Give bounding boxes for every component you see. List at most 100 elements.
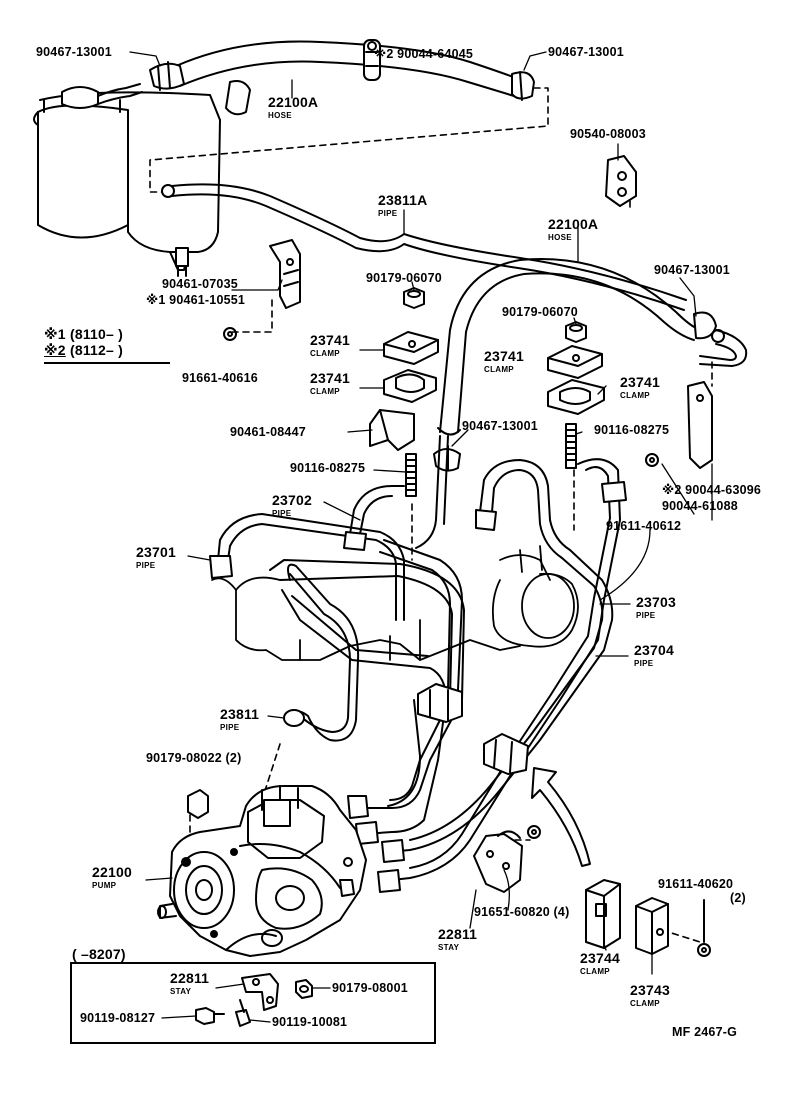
label-90119-10081: 90119-10081 bbox=[272, 1015, 348, 1029]
label-90467-13001-top-left: 90467-13001 bbox=[36, 45, 112, 59]
label-23744: 23744 bbox=[580, 950, 620, 966]
label-90467-13001-mid: 90467-13001 bbox=[462, 419, 538, 433]
nut-90179-06070-a bbox=[403, 287, 425, 309]
label-stay-main: STAY bbox=[438, 943, 460, 952]
pipe-clamp-lower bbox=[483, 733, 529, 775]
label-pump: PUMP bbox=[92, 881, 117, 890]
note-underline bbox=[44, 362, 170, 364]
label-23741-a: 23741 bbox=[310, 332, 350, 348]
leader-lines bbox=[129, 51, 713, 1023]
label-90044-63096: ※2 90044-63096 bbox=[662, 483, 762, 497]
fuel-filter bbox=[33, 80, 251, 277]
label-90461-10551: ※1 90461-10551 bbox=[146, 293, 246, 307]
label-hose-top: HOSE bbox=[268, 111, 292, 120]
label-22100A-top: 22100A bbox=[268, 94, 319, 110]
label-pipe-23701: PIPE bbox=[136, 561, 156, 570]
label-91611-40620-qty: (2) bbox=[730, 891, 746, 905]
label-90540-08003: 90540-08003 bbox=[570, 127, 646, 141]
label-90179-08022: 90179-08022 (2) bbox=[146, 751, 242, 765]
label-90116-08275-left: 90116-08275 bbox=[290, 461, 366, 475]
clamp-23741-b bbox=[383, 369, 437, 403]
hose-22100A-right bbox=[437, 258, 748, 436]
assembly-arrow bbox=[531, 767, 591, 867]
clamp-23744 bbox=[585, 879, 621, 949]
label-91611-40620: 91611-40620 bbox=[658, 877, 734, 891]
label-90461-07035: 90461-07035 bbox=[162, 277, 238, 291]
clamp-23743 bbox=[635, 897, 669, 955]
label-clamp-c: CLAMP bbox=[484, 365, 514, 374]
injection-pipe-23702 bbox=[343, 485, 463, 691]
label-stay-inset: STAY bbox=[170, 987, 192, 996]
stud-90116-08275-b bbox=[565, 423, 577, 469]
label-pipe-23704: PIPE bbox=[634, 659, 654, 668]
figure-code: MF 2467-G bbox=[672, 1025, 738, 1039]
label-clamp-23744: CLAMP bbox=[580, 967, 610, 976]
label-clamp-a: CLAMP bbox=[310, 349, 340, 358]
label-22100A-right: 22100A bbox=[548, 216, 599, 232]
washer-91611-40620 bbox=[697, 943, 711, 957]
hose-22100A-top bbox=[149, 40, 535, 101]
pipe-clamp-upper bbox=[417, 683, 463, 723]
label-23701: 23701 bbox=[136, 544, 176, 560]
bracket-90461-07035 bbox=[269, 239, 301, 309]
label-90044-61088: 90044-61088 bbox=[662, 499, 738, 513]
label-23703: 23703 bbox=[636, 594, 676, 610]
note2-range: (8112– ) bbox=[70, 342, 123, 358]
label-23702: 23702 bbox=[272, 492, 312, 508]
label-90461-08447: 90461-08447 bbox=[230, 425, 306, 439]
label-23811: 23811 bbox=[220, 706, 260, 722]
label-pipe-23703: PIPE bbox=[636, 611, 656, 620]
label-23741-c: 23741 bbox=[484, 348, 524, 364]
label-pipe-23702: PIPE bbox=[272, 509, 292, 518]
label-23741-b: 23741 bbox=[310, 370, 350, 386]
inset-stay-22811 bbox=[241, 973, 279, 1011]
dashed-leaders bbox=[149, 87, 713, 943]
bracket-90461-08447 bbox=[369, 409, 415, 451]
inset-box bbox=[70, 962, 436, 1044]
label-pipe-23811A: PIPE bbox=[378, 209, 398, 218]
label-22811-inset: 22811 bbox=[170, 970, 210, 986]
inset-bolt-90119-10081 bbox=[235, 999, 251, 1027]
nut-90179-06070-b bbox=[565, 321, 587, 343]
label-90179-06070-b: 90179-06070 bbox=[502, 305, 578, 319]
stay-22811 bbox=[473, 830, 523, 893]
label-90044-64045: ※2 90044-64045 bbox=[374, 47, 474, 61]
label-pipe-23811: PIPE bbox=[220, 723, 240, 732]
washer-91661-40616 bbox=[223, 327, 237, 341]
label-clamp-23743: CLAMP bbox=[630, 999, 660, 1008]
label-hose-right: HOSE bbox=[548, 233, 572, 242]
label-90179-08001: 90179-08001 bbox=[332, 981, 408, 995]
pipe-fittings bbox=[347, 795, 405, 893]
note2-mark: ※2 bbox=[44, 342, 66, 358]
label-23741-d: 23741 bbox=[620, 374, 660, 390]
label-22811-main: 22811 bbox=[438, 926, 478, 942]
clamp-90540-08003 bbox=[605, 155, 637, 207]
pipe-23811A bbox=[161, 183, 687, 311]
label-clamp-b: CLAMP bbox=[310, 387, 340, 396]
label-23811A: 23811A bbox=[378, 192, 428, 208]
inset-nut-90179-08001 bbox=[295, 979, 313, 999]
label-91611-40612: 91611-40612 bbox=[606, 519, 682, 533]
label-90119-08127: 90119-08127 bbox=[80, 1011, 156, 1025]
clip-90044-64045 bbox=[363, 39, 381, 81]
injection-pipe-23701 bbox=[209, 513, 405, 621]
note1-range: (8110– ) bbox=[70, 326, 123, 342]
label-23743: 23743 bbox=[630, 982, 670, 998]
inset-bolt-90119-08127 bbox=[195, 1007, 225, 1025]
label-91661-40616: 91661-40616 bbox=[182, 371, 258, 385]
label-90179-06070-a: 90179-06070 bbox=[366, 271, 442, 285]
clamp-23741-a bbox=[383, 331, 439, 365]
note1-mark: ※1 bbox=[44, 326, 66, 342]
label-91651-60820: 91651-60820 (4) bbox=[474, 905, 570, 919]
injection-pump bbox=[157, 785, 367, 957]
label-90467-13001-top-right: 90467-13001 bbox=[548, 45, 624, 59]
label-22100: 22100 bbox=[92, 864, 132, 880]
label-90467-13001-right: 90467-13001 bbox=[654, 263, 730, 277]
clamp-23741-d bbox=[547, 379, 605, 415]
label-90116-08275-right: 90116-08275 bbox=[594, 423, 670, 437]
label-23704: 23704 bbox=[634, 642, 674, 658]
label-clamp-d: CLAMP bbox=[620, 391, 650, 400]
bracket-90044-63096 bbox=[687, 381, 713, 469]
